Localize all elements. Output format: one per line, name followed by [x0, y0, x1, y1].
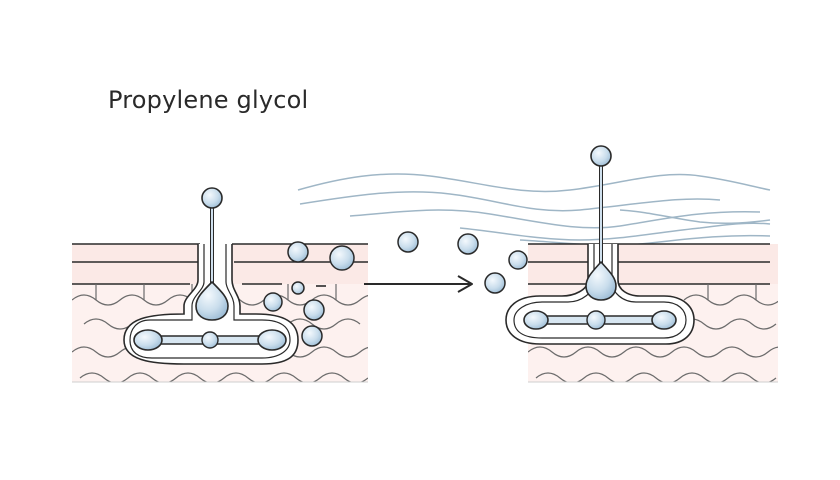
diagram-title: Propylene glycol — [108, 86, 309, 114]
cell-pattern-right — [528, 284, 778, 382]
bubble — [287, 241, 309, 263]
molecule-right — [505, 145, 695, 345]
droplet-head-right — [590, 145, 612, 167]
molecule-left — [123, 187, 299, 365]
droplet-head-left — [201, 187, 223, 209]
bubble — [397, 231, 419, 253]
skin-surface-band-right — [528, 244, 778, 284]
droplet-bulb-right — [585, 260, 617, 301]
direction-arrow — [316, 275, 473, 293]
bubble — [303, 299, 325, 321]
droplet-bulb-left — [195, 280, 229, 321]
diffusing-bubbles — [263, 231, 528, 347]
bubble — [301, 325, 323, 347]
bubble — [508, 250, 528, 270]
bubble — [263, 292, 283, 312]
bubble — [484, 272, 506, 294]
bubble — [329, 245, 355, 271]
bubble — [457, 233, 479, 255]
wave-lines — [297, 173, 771, 247]
bubble — [291, 281, 305, 295]
